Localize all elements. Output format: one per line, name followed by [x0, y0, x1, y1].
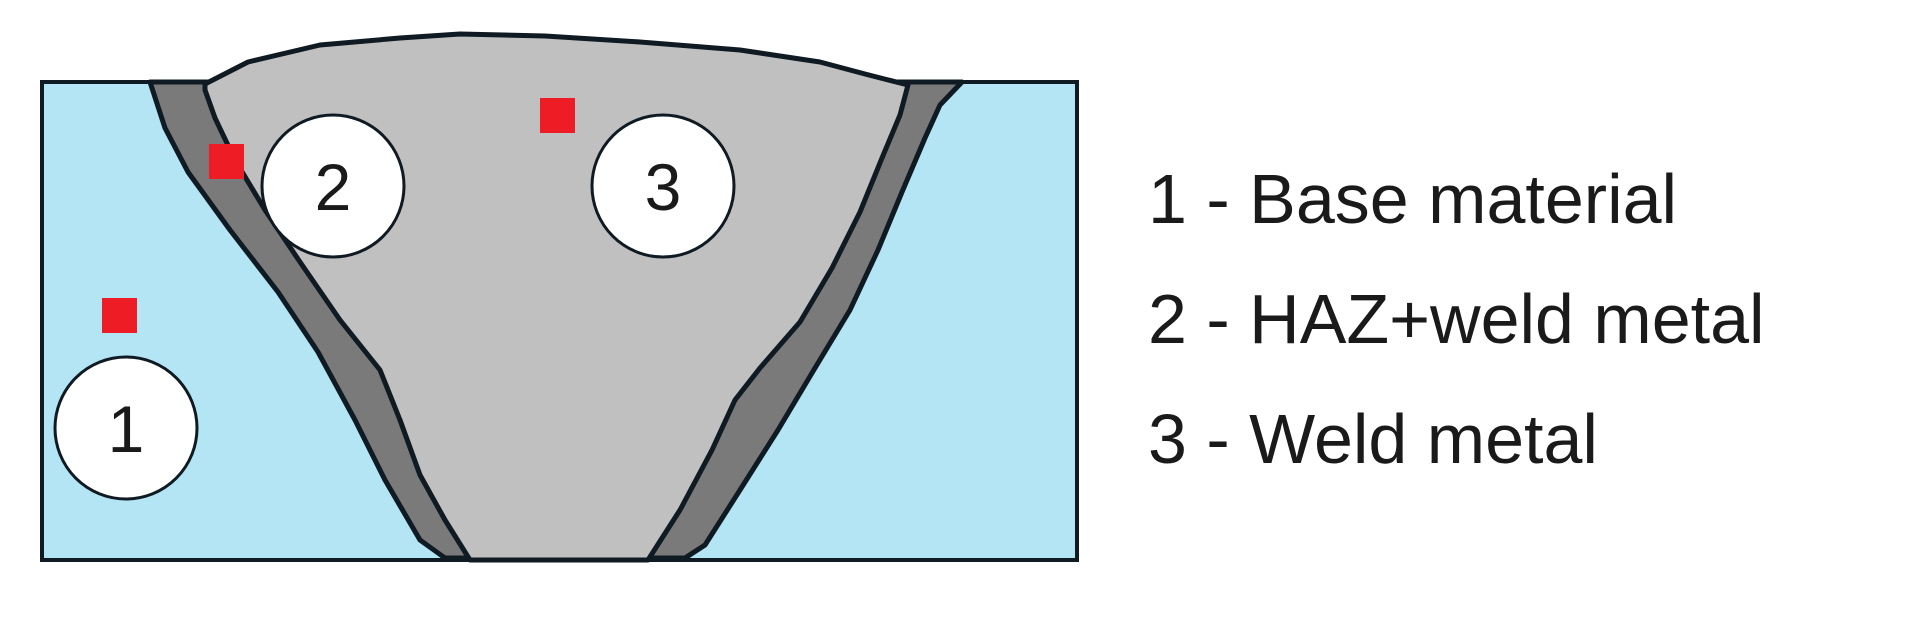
legend-item-base-material: 1 - Base material: [1148, 160, 1677, 238]
zone-2-number: 2: [315, 150, 352, 224]
legend-item-haz-weld-metal: 2 - HAZ+weld metal: [1148, 280, 1765, 358]
zone-1-circle: 1: [53, 355, 199, 501]
legend-item-weld-metal: 3 - Weld metal: [1148, 400, 1598, 478]
zone-3-number: 3: [645, 150, 682, 224]
sample-marker-3: [540, 98, 575, 133]
zone-3-circle: 3: [590, 113, 736, 259]
sample-marker-2: [209, 144, 244, 179]
zone-1-number: 1: [108, 392, 145, 466]
zone-2-circle: 2: [260, 113, 406, 259]
sample-marker-1: [102, 298, 137, 333]
legend: 1 - Base material 2 - HAZ+weld metal 3 -…: [1148, 160, 1765, 478]
